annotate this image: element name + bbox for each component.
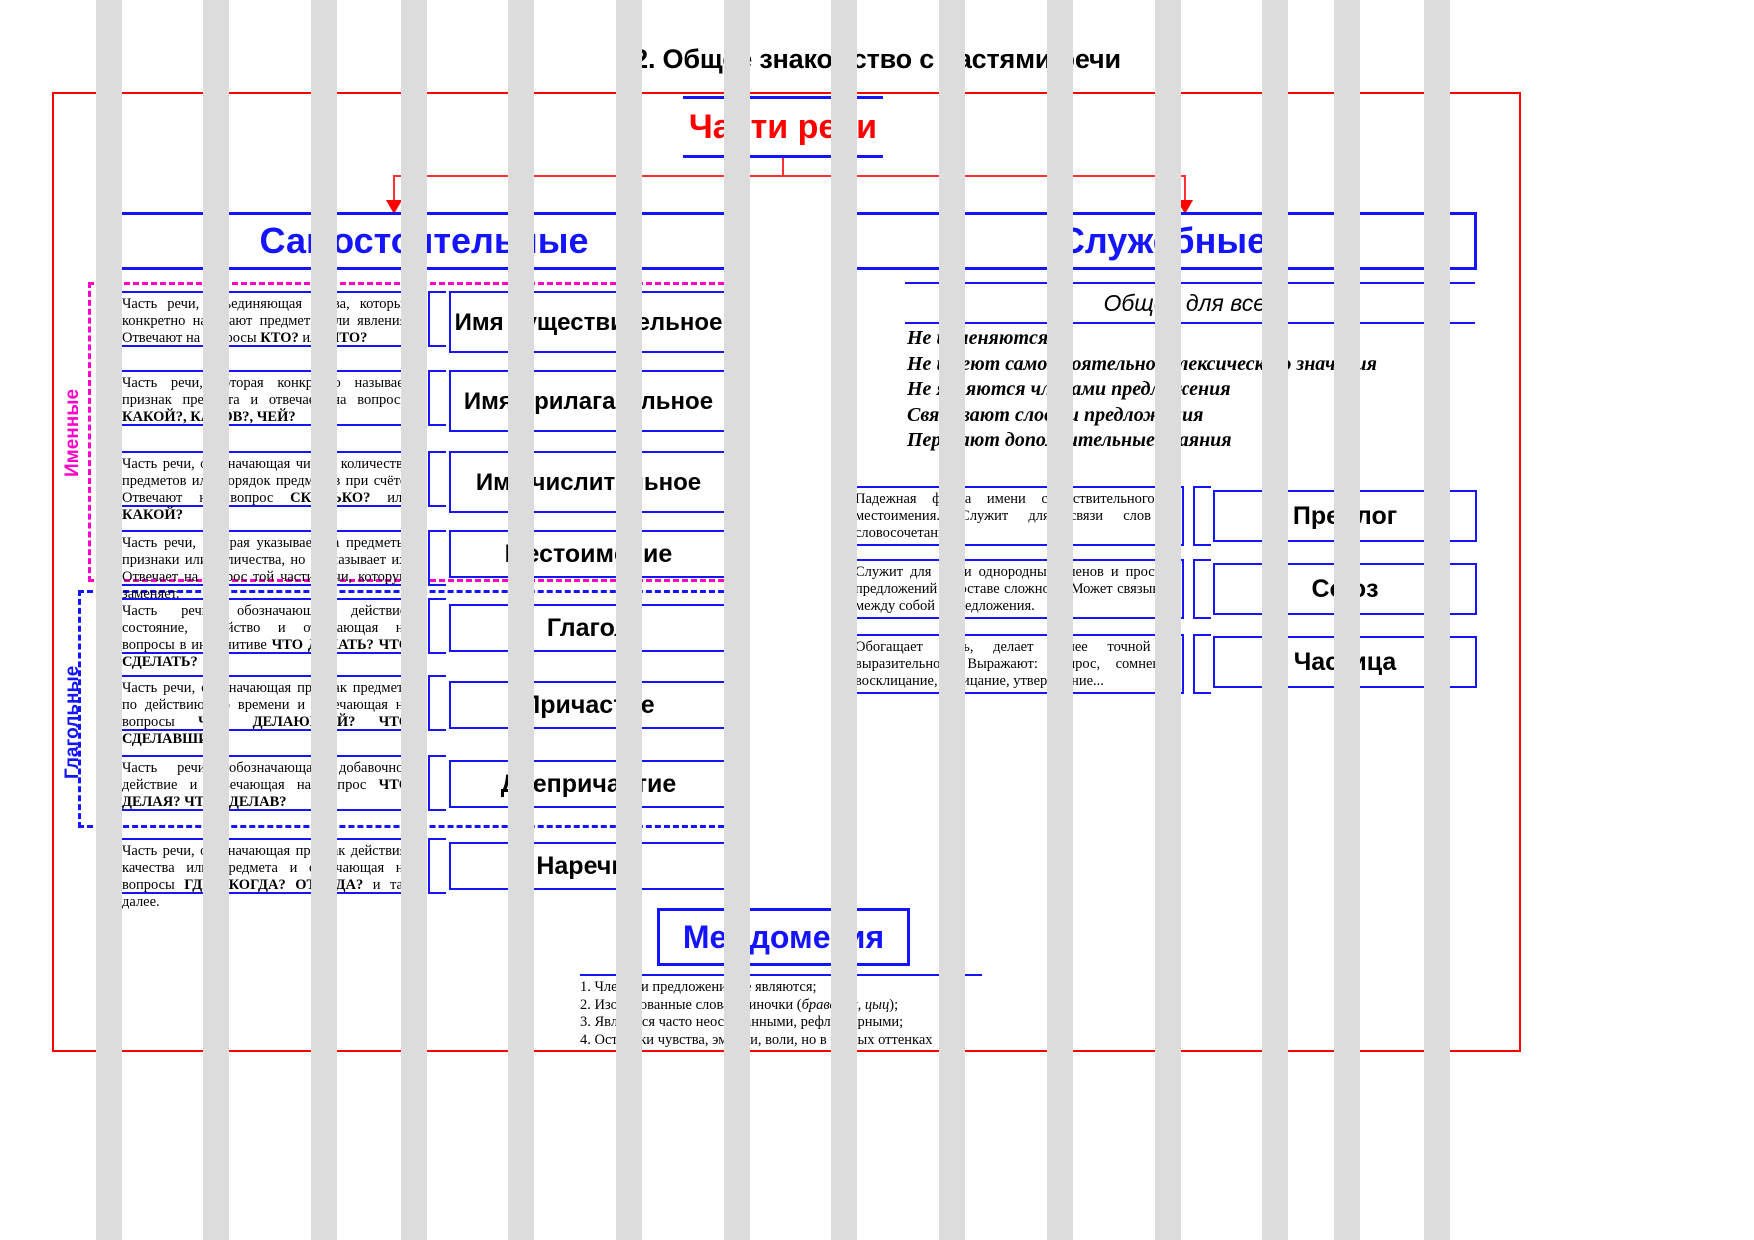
branch-service-header: Служебные [849, 212, 1477, 270]
pos-box-adjective: Имя прилагательное [449, 370, 728, 432]
common-item: Связывают слова и предложения [907, 403, 1204, 426]
branch-independent-header: Самостоятельные [118, 212, 730, 270]
interjection-item: 4. Островки чувства, эмоции, воли, но в … [580, 1031, 933, 1048]
description-pronoun: Часть речи, которая указывает на предмет… [118, 530, 414, 602]
stub-pronoun [428, 530, 446, 586]
pos-box-adverb: Наречие [449, 842, 728, 890]
common-item: Передают дополнительные знаяния [907, 429, 1232, 451]
description-verb: Часть речи, обозначающая действие, состо… [118, 598, 414, 670]
description-particle: Обогащает речь, делает более точной и вы… [849, 634, 1184, 694]
diagram-border [52, 92, 1521, 1052]
group-label-verbal: Глагольные [62, 665, 83, 780]
interjection-item: 2. Изолированные слова-одиночки (браво, … [580, 996, 899, 1013]
stub-adjective [428, 370, 446, 426]
common-item: Не являются членами предложения [907, 378, 1231, 400]
stub-gerund [428, 755, 446, 811]
interjection-item: 3. Являются часто неосознанными, рефлект… [580, 1014, 904, 1030]
arrow-down-icon-right [1177, 200, 1193, 214]
stub-preposition [1193, 486, 1211, 546]
description-noun: Часть речи, объединяющая слова, которые … [118, 291, 414, 347]
connector-interjection [728, 890, 730, 910]
pos-box-verb: Глагол [449, 604, 728, 652]
stub-particle [1193, 634, 1211, 694]
stub-numeral [428, 451, 446, 507]
description-gerund: Часть речи, обозначающая добавочное дейс… [118, 755, 414, 811]
description-participle: Часть речи, обозначающая признак предмет… [118, 675, 414, 747]
interjection-list: 1. Членами предложения не являются; 2. И… [580, 974, 982, 1048]
connector-to-independent [393, 175, 395, 203]
interjection-item: 1. Членами предложения не являются; [580, 979, 817, 995]
description-adjective: Часть речи, которая конкретно называет п… [118, 370, 414, 426]
pos-box-noun: Имя существительное [449, 291, 728, 353]
connector-to-service [1184, 175, 1186, 203]
pos-box-particle: Частица [1213, 636, 1477, 688]
pos-box-gerund: Деепричастие [449, 760, 728, 808]
description-conjunction: Служит для связи однородных членов и про… [849, 559, 1184, 619]
service-common-title: Общее для всех [905, 282, 1475, 324]
pos-box-preposition: Предлог [1213, 490, 1477, 542]
node-interjections: Междометия [657, 908, 910, 966]
stub-conjunction [1193, 559, 1211, 619]
pos-box-pronoun: Местоимение [449, 530, 728, 578]
service-common-list: Не изменяются Не имеют самостоятельного … [907, 326, 1477, 454]
common-item: Не имеют самостоятельного лексического з… [907, 352, 1377, 375]
description-preposition: Падежная форма имени существительного и … [849, 486, 1184, 546]
page-title: 2. Общее знакомство с частями речи [633, 44, 1121, 74]
group-label-nominal: Именные [62, 388, 83, 477]
pos-box-conjunction: Союз [1213, 563, 1477, 615]
description-adverb: Часть речи, обозначающая признак действи… [118, 838, 414, 910]
root-node-parts-of-speech: Части речи [683, 96, 883, 158]
stub-adverb [428, 838, 446, 894]
stub-participle [428, 675, 446, 731]
description-numeral: Часть речи, обозначающая число, количест… [118, 451, 414, 523]
stub-noun [428, 291, 446, 347]
pos-box-numeral: Имя числительное [449, 451, 728, 513]
pos-box-participle: Причастие [449, 681, 728, 729]
connector-horizontal [394, 175, 1186, 177]
stub-verb [428, 598, 446, 654]
common-item: Не изменяются [907, 327, 1049, 349]
arrow-down-icon-left [386, 200, 402, 214]
connector-root-down [782, 158, 784, 176]
